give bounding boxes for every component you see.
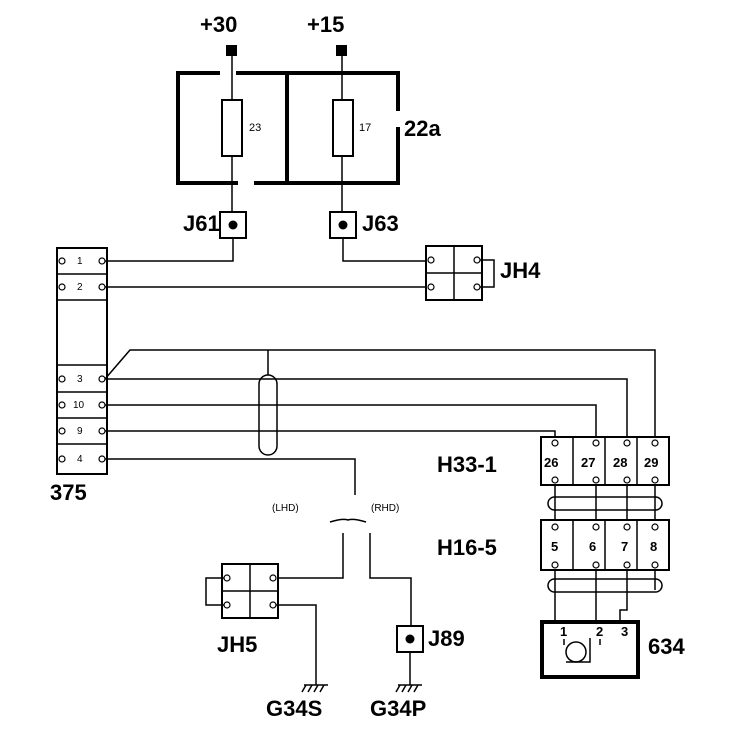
h33-pin-29: 29 — [644, 455, 658, 470]
jh4-label: JH4 — [500, 258, 541, 283]
component634-pin-2: 2 — [596, 624, 603, 639]
module375-label: 375 — [50, 480, 87, 505]
j63-dot — [338, 220, 348, 230]
component-634 — [540, 620, 640, 679]
plus15-terminal — [336, 45, 347, 56]
h33-1-label: H33-1 — [437, 452, 497, 477]
ground-g34s-label: G34S — [266, 696, 322, 721]
h16-5-label: H16-5 — [437, 535, 497, 560]
shield-h16-634 — [547, 578, 663, 593]
jh5-label: JH5 — [217, 632, 257, 657]
h33-pin-26: 26 — [544, 455, 558, 470]
variant-brace — [329, 518, 367, 523]
component634-pin-1: 1 — [560, 624, 567, 639]
h33-pin-28: 28 — [613, 455, 627, 470]
twisted-pair-shield — [258, 374, 278, 456]
module375-pin-10: 10 — [73, 400, 85, 411]
module375-pin-1: 1 — [77, 256, 83, 267]
module375-pin-4: 4 — [77, 454, 83, 465]
ground-g34s-icon — [301, 684, 328, 693]
h33-1-connector — [540, 436, 670, 486]
j89-dot — [405, 634, 415, 644]
module375-pin-9: 9 — [77, 426, 83, 437]
j89-connector — [396, 625, 424, 653]
module375-pin-3: 3 — [77, 374, 83, 385]
shield-h33-h16 — [547, 496, 663, 511]
h33-pin-27: 27 — [581, 455, 595, 470]
supply-plus15-label: +15 — [307, 12, 344, 37]
fuse-17 — [332, 99, 354, 157]
j61-dot — [228, 220, 238, 230]
jh5-connector — [205, 563, 279, 619]
jh4-connector — [425, 245, 495, 301]
fuse-23 — [221, 99, 243, 157]
h16-pin-5: 5 — [551, 539, 558, 554]
h16-pin-7: 7 — [621, 539, 628, 554]
j61-label: J61 — [183, 211, 220, 236]
module375-pin-2: 2 — [77, 282, 83, 293]
plus30-terminal — [226, 45, 237, 56]
fuse-17-label: 17 — [359, 122, 371, 134]
component634-label: 634 — [648, 634, 685, 659]
fuse-23-label: 23 — [249, 122, 261, 134]
h16-pin-8: 8 — [650, 539, 657, 554]
component634-pin-3: 3 — [621, 624, 628, 639]
j89-label: J89 — [428, 626, 465, 651]
fuse-box-label: 22a — [404, 116, 441, 141]
h16-5-connector — [540, 519, 670, 571]
ground-g34p-label: G34P — [370, 696, 426, 721]
variant-lhd: (LHD) — [272, 503, 299, 514]
h16-pin-6: 6 — [589, 539, 596, 554]
supply-plus30-label: +30 — [200, 12, 237, 37]
module-375 — [56, 247, 108, 475]
j63-label: J63 — [362, 211, 399, 236]
ground-g34p-icon — [395, 684, 422, 693]
variant-rhd: (RHD) — [371, 503, 399, 514]
